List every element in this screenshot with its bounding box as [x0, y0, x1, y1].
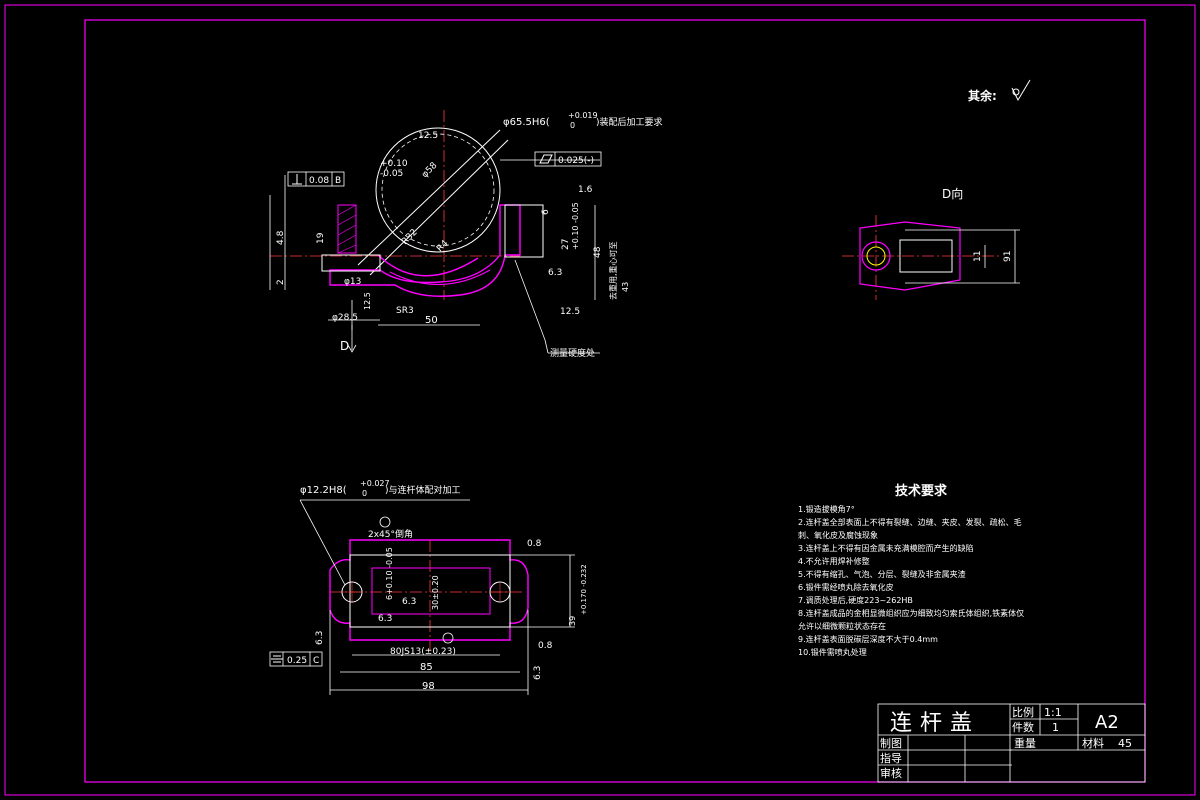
perp-tol-value: 0.08	[309, 176, 329, 186]
dim-hole-fit-lower: 0	[362, 489, 367, 498]
roughness-12-5-a: 12.5	[418, 131, 438, 141]
inner-frame	[84, 19, 1146, 783]
title-instructor-label: 指导	[880, 751, 902, 765]
roughness-note: 其余:	[968, 88, 997, 103]
dim-4-8: 4.8	[276, 230, 286, 245]
dim-2-tol-up: +0.10	[380, 159, 408, 169]
side-note-1: 去重用,重心可至	[608, 241, 618, 300]
title-review-label: 审核	[880, 766, 902, 780]
sym-datum: C	[313, 656, 319, 666]
title-drawn-label: 制图	[880, 737, 902, 750]
main-view	[269, 110, 602, 354]
dim-6-3-e: 6.3	[533, 666, 543, 680]
side-note-2: 43	[621, 282, 630, 292]
tech-req-line: 刺、氧化皮及腐蚀现象	[798, 530, 878, 540]
dim-sr3: SR3	[396, 306, 414, 316]
dim-2: 2	[276, 279, 286, 285]
dim-dia-58: φ58	[420, 161, 440, 181]
dim-bore-fit: φ65.5H6(	[503, 117, 550, 128]
view-label-d-direction: D向	[942, 186, 963, 201]
title-scale-label: 比例	[1012, 705, 1034, 719]
dim-bore-fit-lower: 0	[570, 121, 575, 130]
tech-req-list: 1.锻造拔模角7° 2.连杆盖全部表面上不得有裂缝、边缝、夹皮、发裂、疏松、毛刺、…	[798, 504, 1024, 657]
dim-80: 80JS13(±0.23)	[390, 647, 456, 657]
dim-12-5-c: 12.5	[560, 307, 580, 317]
dim-30-tol: 30±0.20	[431, 575, 440, 610]
title-material-label: 材料	[1082, 736, 1104, 750]
dim-1-6: 1.6	[578, 185, 593, 195]
dim-50: 50	[425, 315, 438, 326]
title-part-name: 连杆盖	[890, 711, 980, 736]
d-view-dim-11: 11	[973, 251, 983, 262]
outer-frame	[4, 4, 1196, 796]
flatness-tol: 0.025(-)	[558, 156, 594, 166]
roughness-symbol-icon	[1011, 79, 1031, 102]
dim-27: 27	[561, 239, 571, 250]
tech-req-line: 3.连杆盖上不得有因金属未充满模腔而产生的缺陷	[798, 543, 974, 553]
view-label-d: D	[340, 339, 349, 353]
dim-2-tol-lo: -0.05	[380, 169, 403, 179]
symmetry-symbol-icon	[271, 655, 283, 663]
title-weight-label: 重量	[1014, 736, 1036, 750]
dim-6-tol: 6+0.10 -0.05	[385, 547, 394, 600]
dim-13: φ13	[344, 277, 361, 287]
dim-chamfer: 2x45°倒角	[368, 528, 413, 540]
d-view	[842, 215, 1020, 300]
tech-req-title: 技术要求	[895, 483, 948, 499]
tech-req-line: 1.锻造拔模角7°	[798, 504, 855, 514]
dim-hole-fit: φ12.2H8(	[300, 485, 347, 496]
perp-datum: B	[335, 176, 341, 186]
dim-bore-fit-note: )装配后加工要求	[596, 116, 663, 128]
tech-req-line: 8.连杆盖成品的金相显微组织应为细致均匀索氏体组织,铁素体仅	[798, 608, 1024, 618]
measure-note: 测量硬度处	[550, 347, 595, 359]
title-qty-value: 1	[1052, 721, 1059, 734]
title-qty-label: 件数	[1012, 721, 1034, 734]
dim-6-3-d: 6.3	[315, 631, 325, 645]
tech-req-line: 5.不得有缩孔、气泡、分层、裂缝及非金属夹渣	[798, 569, 966, 579]
dim-98: 98	[422, 681, 435, 692]
datum-marker-icon	[379, 516, 454, 644]
tech-req-line: 9.连杆盖表面脱碳层深度不大于0.4mm	[798, 634, 938, 644]
title-material-value: 45	[1118, 737, 1132, 750]
tech-req-line: 允许以细微颗粒状态存在	[798, 621, 886, 631]
dim-6: 6	[541, 209, 551, 215]
dim-bore-fit-upper: +0.019	[568, 111, 598, 120]
dim-39: 39	[568, 616, 577, 626]
dim-r32: R32	[400, 228, 420, 248]
tech-req-line: 2.连杆盖全部表面上不得有裂缝、边缝、夹皮、发裂、疏松、毛	[798, 517, 1022, 527]
perp-symbol-icon	[292, 174, 302, 185]
title-scale-value: 1:1	[1044, 706, 1062, 719]
dim-28-5: φ28.5	[332, 313, 358, 323]
title-block	[877, 703, 1146, 783]
dim-hole-fit-upper: +0.027	[360, 479, 390, 488]
flatness-symbol-icon	[539, 154, 553, 164]
dim-hole-fit-note: )与连杆体配对加工	[385, 484, 461, 496]
dim-39-tol: +0.170 -0.232	[580, 564, 588, 615]
sym-tol: 0.25	[287, 656, 307, 666]
dim-0-8-b: 0.8	[538, 641, 553, 651]
dim-27-tol: +0.10 -0.05	[571, 202, 580, 250]
tech-req-line: 10.锻件需喷丸处理	[798, 647, 867, 657]
dim-85: 85	[420, 662, 433, 673]
dim-6-3: 6.3	[548, 268, 562, 278]
dim-19: 19	[316, 232, 326, 244]
tech-req-line: 4.不允许用焊补修整	[798, 556, 870, 566]
dim-6-3-b: 6.3	[402, 597, 416, 607]
tech-req-line: 7.调质处理后,硬度223~262HB	[798, 595, 913, 605]
dim-6-3-c: 6.3	[378, 614, 392, 624]
dim-0-8-a: 0.8	[527, 539, 542, 549]
tech-req-line: 6.锻件需经喷丸除去氧化皮	[798, 582, 894, 592]
title-sheet-size: A2	[1095, 712, 1119, 733]
dim-12-5-b: 12.5	[363, 292, 372, 310]
dim-48: 48	[593, 246, 603, 258]
d-view-dim-91: 91	[1003, 251, 1013, 262]
